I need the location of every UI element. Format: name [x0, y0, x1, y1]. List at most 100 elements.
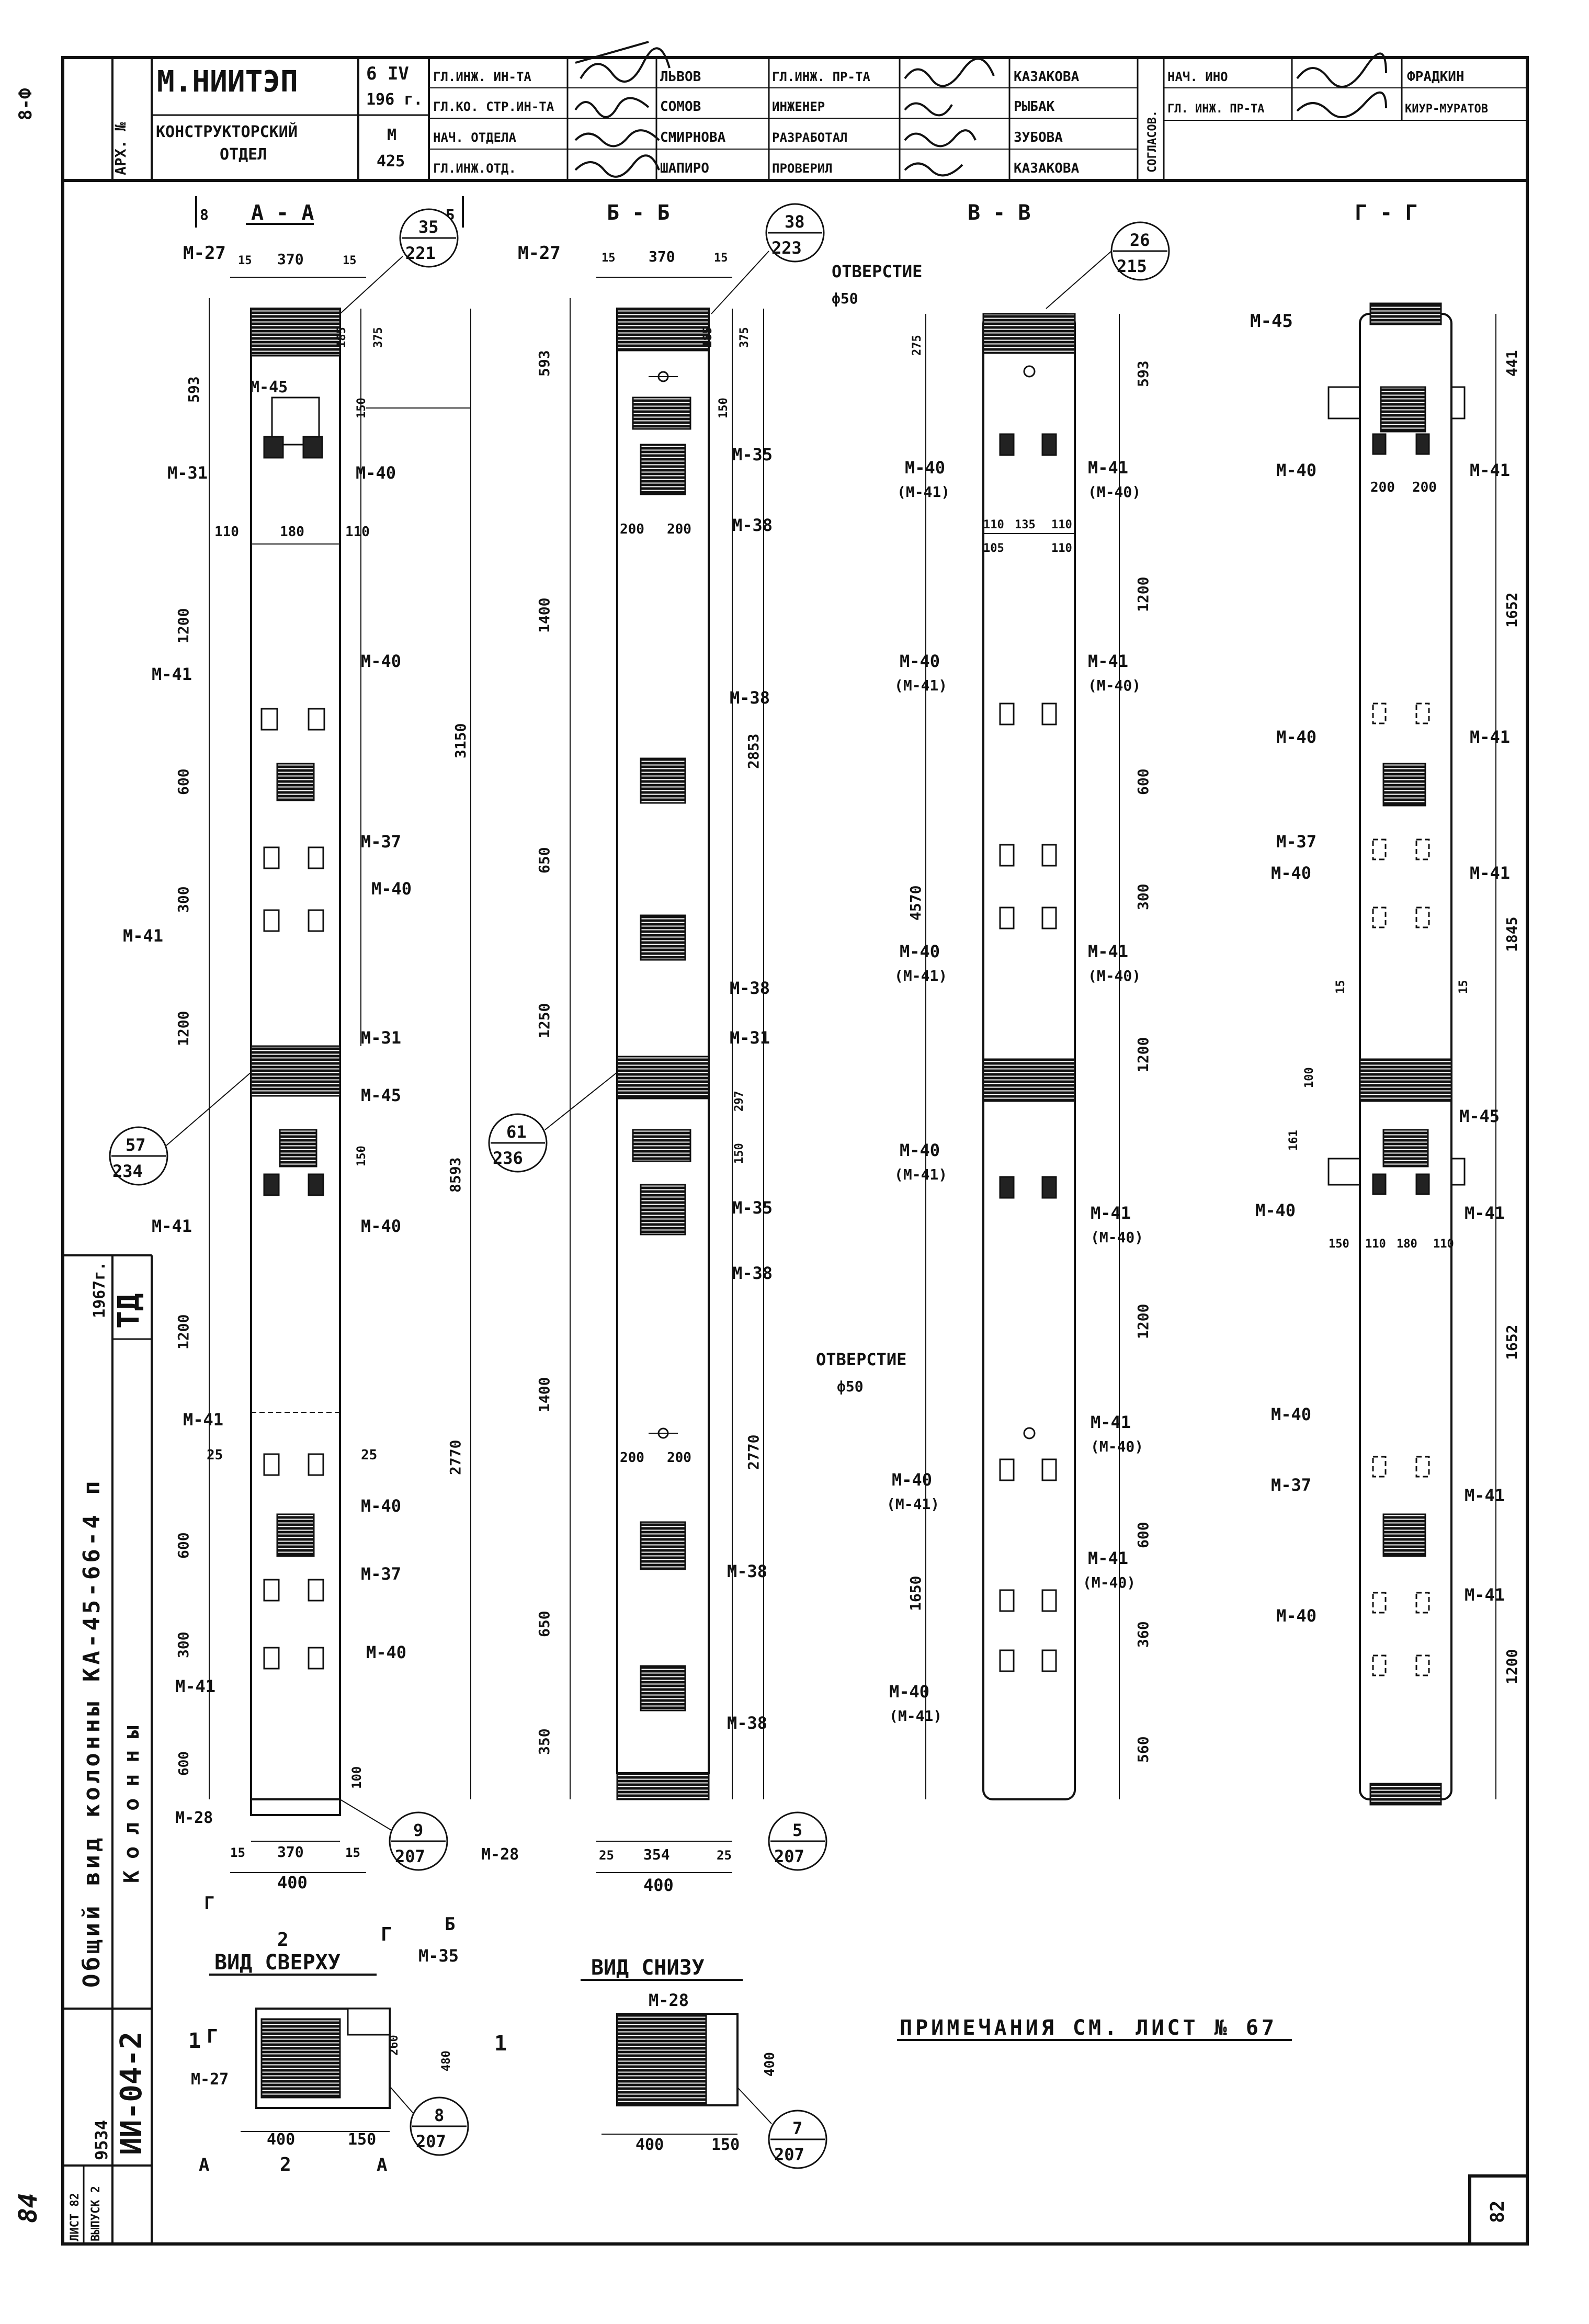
aa-dim-300a: 300 [175, 886, 192, 913]
vv-dim-593: 593 [1134, 360, 1152, 387]
vv-label-hole-dia-b: ф50 [837, 1378, 864, 1395]
column-aa-foot [250, 1798, 341, 1816]
aa-dim-600a: 600 [175, 768, 192, 795]
column-aa-labels: М-27 370 15 15 185 375 593 М-45 М-31 М-4… [123, 243, 469, 1892]
svg-text:234: 234 [112, 1161, 143, 1181]
stamp-pos2-3: ПРОВЕРИЛ [772, 161, 833, 176]
gg-dim-1652b: 1652 [1503, 1325, 1520, 1360]
gg-label-m41d: М-41 [1465, 1203, 1505, 1223]
gg-dim-161: 161 [1287, 1130, 1300, 1151]
gg-label-m40f: М-40 [1276, 1606, 1316, 1626]
vv-label-hole-dia-a: ф50 [832, 290, 858, 307]
aa-label-m41d: М-41 [183, 1410, 223, 1430]
gg-label-m37a: М-37 [1276, 832, 1316, 852]
gg-label-m41a: М-41 [1470, 460, 1510, 480]
svg-text:207: 207 [774, 2145, 804, 2164]
vv-dim-105: 105 [983, 542, 1004, 555]
code: ИИ-04-2 [115, 2032, 149, 2155]
marker-b: Б [445, 1914, 455, 1935]
bb-label-m38c: М-38 [730, 978, 770, 998]
page-number-left: 84 [14, 2193, 43, 2223]
vv-label-m40p-e: (М-40) [1091, 1438, 1143, 1455]
marker-one-a: 1 [188, 2029, 201, 2053]
approval-name-0: ФРАДКИН [1407, 69, 1465, 85]
vv-label-m40p-f: (М-40) [1083, 1574, 1136, 1591]
bb-dim-370: 370 [649, 248, 675, 265]
vv-label-hole-b: ОТВЕРСТИЕ [816, 1350, 906, 1369]
aa-dim-150b: 150 [355, 1146, 368, 1166]
view-top-dim-150: 150 [348, 2130, 376, 2149]
vv-dim-360: 360 [1134, 1621, 1152, 1648]
aa-label-m37b: М-37 [361, 1564, 401, 1584]
svg-text:223: 223 [771, 238, 802, 258]
vv-dim-135: 135 [1015, 518, 1036, 531]
bb-dim-375: 375 [738, 327, 751, 348]
gg-label-m41f: М-41 [1465, 1585, 1505, 1605]
column-vv [925, 313, 1120, 1800]
svg-text:35: 35 [418, 217, 439, 237]
bb-dim-185: 185 [701, 327, 714, 348]
view-top-label-m35: М-35 [418, 1946, 459, 1966]
vv-dim-1650: 1650 [907, 1576, 924, 1611]
bb-dim-2853: 2853 [745, 734, 762, 769]
bb-dim-1250: 1250 [536, 1003, 553, 1038]
gg-label-m40c: М-40 [1271, 863, 1311, 883]
aa-dim-15a: 15 [238, 254, 252, 267]
marker-g3: Г [204, 1893, 214, 1914]
stamp-name-1: СОМОВ [660, 99, 701, 115]
aa-label-m40c: М-40 [361, 1216, 401, 1236]
vv-label-m41b: М-41 [1088, 651, 1128, 671]
vv-label-m40a: М-40 [905, 458, 945, 478]
bb-dim-200a: 200 [620, 522, 644, 537]
aa-dim-3150: 3150 [452, 723, 469, 758]
view-from-below: ВИД СНИЗУ М-28 400 400 150 [581, 1956, 778, 2154]
view-bottom-dim-150: 150 [711, 2136, 740, 2154]
aa-dim-1200b: 1200 [175, 1011, 192, 1046]
marker-one-b: 1 [494, 2032, 507, 2056]
aa-dim-110a: 110 [214, 524, 239, 540]
vv-label-m41d: М-41 [1091, 1203, 1131, 1223]
view-top-title: ВИД СВЕРХУ [214, 1951, 340, 1975]
aa-dim-185: 185 [335, 327, 348, 348]
vv-dim-275: 275 [911, 335, 924, 356]
column-vv-top-cap [982, 313, 1076, 354]
bb-label-m27: М-27 [518, 243, 561, 264]
view-bottom-label-m28: М-28 [649, 1990, 689, 2010]
vv-label-m41p-b: (М-41) [894, 677, 947, 694]
bb-dim-15b: 15 [714, 252, 728, 265]
sheet-id: 8-Ф [15, 88, 36, 120]
bb-label-m38a: М-38 [732, 515, 773, 535]
stamp-pos2-1: ИНЖЕНЕР [772, 99, 825, 114]
gg-dim-200b: 200 [1412, 480, 1437, 495]
aa-dim-100: 100 [349, 1766, 364, 1789]
bb-dim-297: 297 [733, 1091, 746, 1112]
gg-label-m40d: М-40 [1255, 1200, 1296, 1220]
aa-dim-150: 150 [355, 398, 368, 418]
svg-text:8: 8 [434, 2105, 444, 2125]
gg-dim-15b: 15 [1457, 980, 1470, 994]
gg-dim-1845: 1845 [1503, 917, 1520, 952]
bb-dim-200d: 200 [667, 1450, 691, 1466]
gg-label-m41e: М-41 [1465, 1486, 1505, 1505]
section-title-bb: Б - Б [607, 201, 669, 225]
aa-dim-375: 375 [372, 327, 385, 348]
aa-label-m40d: М-40 [361, 1496, 401, 1516]
bb-dim-25a: 25 [599, 1848, 614, 1863]
view-top-label-m27: М-27 [191, 2070, 229, 2089]
view-bottom-title: ВИД СНИЗУ [591, 1956, 705, 1980]
bb-dim-1400a: 1400 [536, 598, 553, 633]
vv-label-m41p-c: (М-41) [894, 967, 947, 984]
aa-label-m45b: М-45 [361, 1085, 401, 1105]
aa-dim-180: 180 [280, 524, 304, 540]
vv-dim-600a: 600 [1134, 768, 1152, 795]
svg-text:7: 7 [792, 2118, 802, 2138]
gg-dim-110b: 110 [1433, 1238, 1454, 1251]
aa-label-m41e: М-41 [175, 1676, 215, 1696]
column-vv-labels: ОТВЕРСТИЕ ф50 275 593 М-40 (М-41) М-41 (… [816, 262, 1152, 1763]
gg-label-m40e: М-40 [1271, 1404, 1311, 1424]
stamp-name2-0: КАЗАКОВА [1014, 69, 1080, 85]
